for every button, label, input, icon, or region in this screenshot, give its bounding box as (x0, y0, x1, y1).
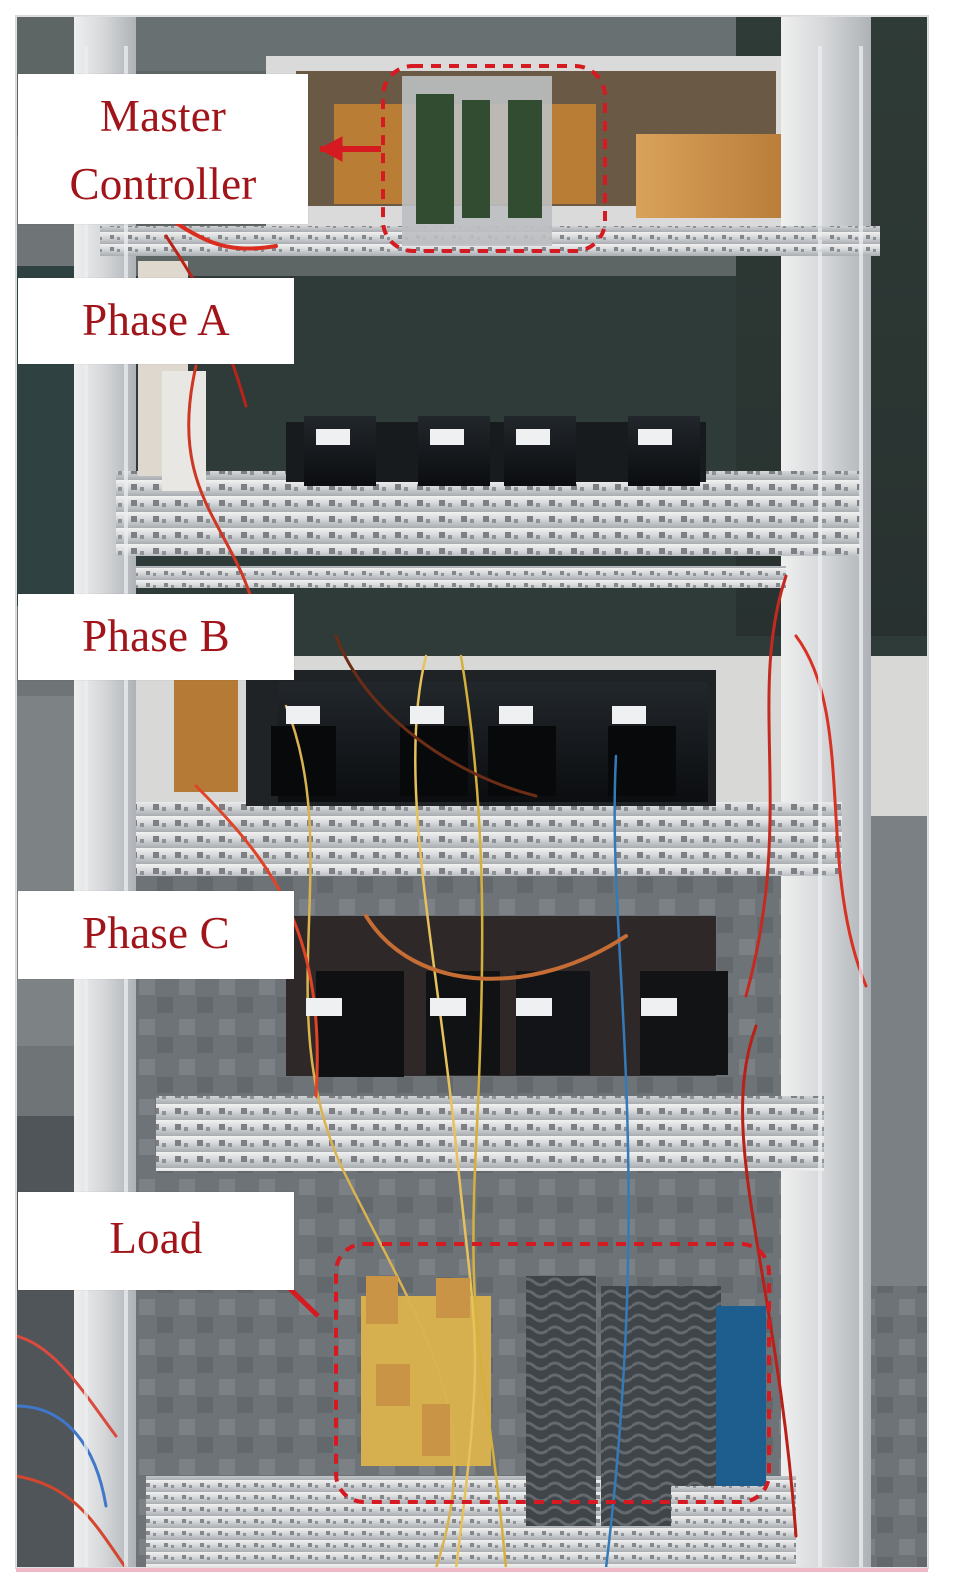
phase-c-label-text: Phase C (82, 908, 230, 958)
phase-b-label: Phase B (18, 594, 294, 680)
phase-a-label: Phase A (18, 278, 294, 364)
master-controller-label: Master Controller (18, 74, 308, 224)
lab-rack-photo (16, 16, 928, 1568)
phase-a-label-text: Phase A (82, 295, 230, 345)
phase-b-label-text: Phase B (82, 611, 230, 661)
load-label-text: Load (109, 1213, 203, 1263)
phase-c-label: Phase C (18, 891, 294, 979)
master-controller-label-line1: Master (99, 91, 227, 141)
photo-frame: Master Controller Phase A Phase B Phase … (16, 16, 928, 1568)
bottom-accent-strip (16, 1568, 928, 1572)
master-controller-label-line2: Controller (69, 159, 257, 209)
load-label: Load (18, 1192, 294, 1290)
